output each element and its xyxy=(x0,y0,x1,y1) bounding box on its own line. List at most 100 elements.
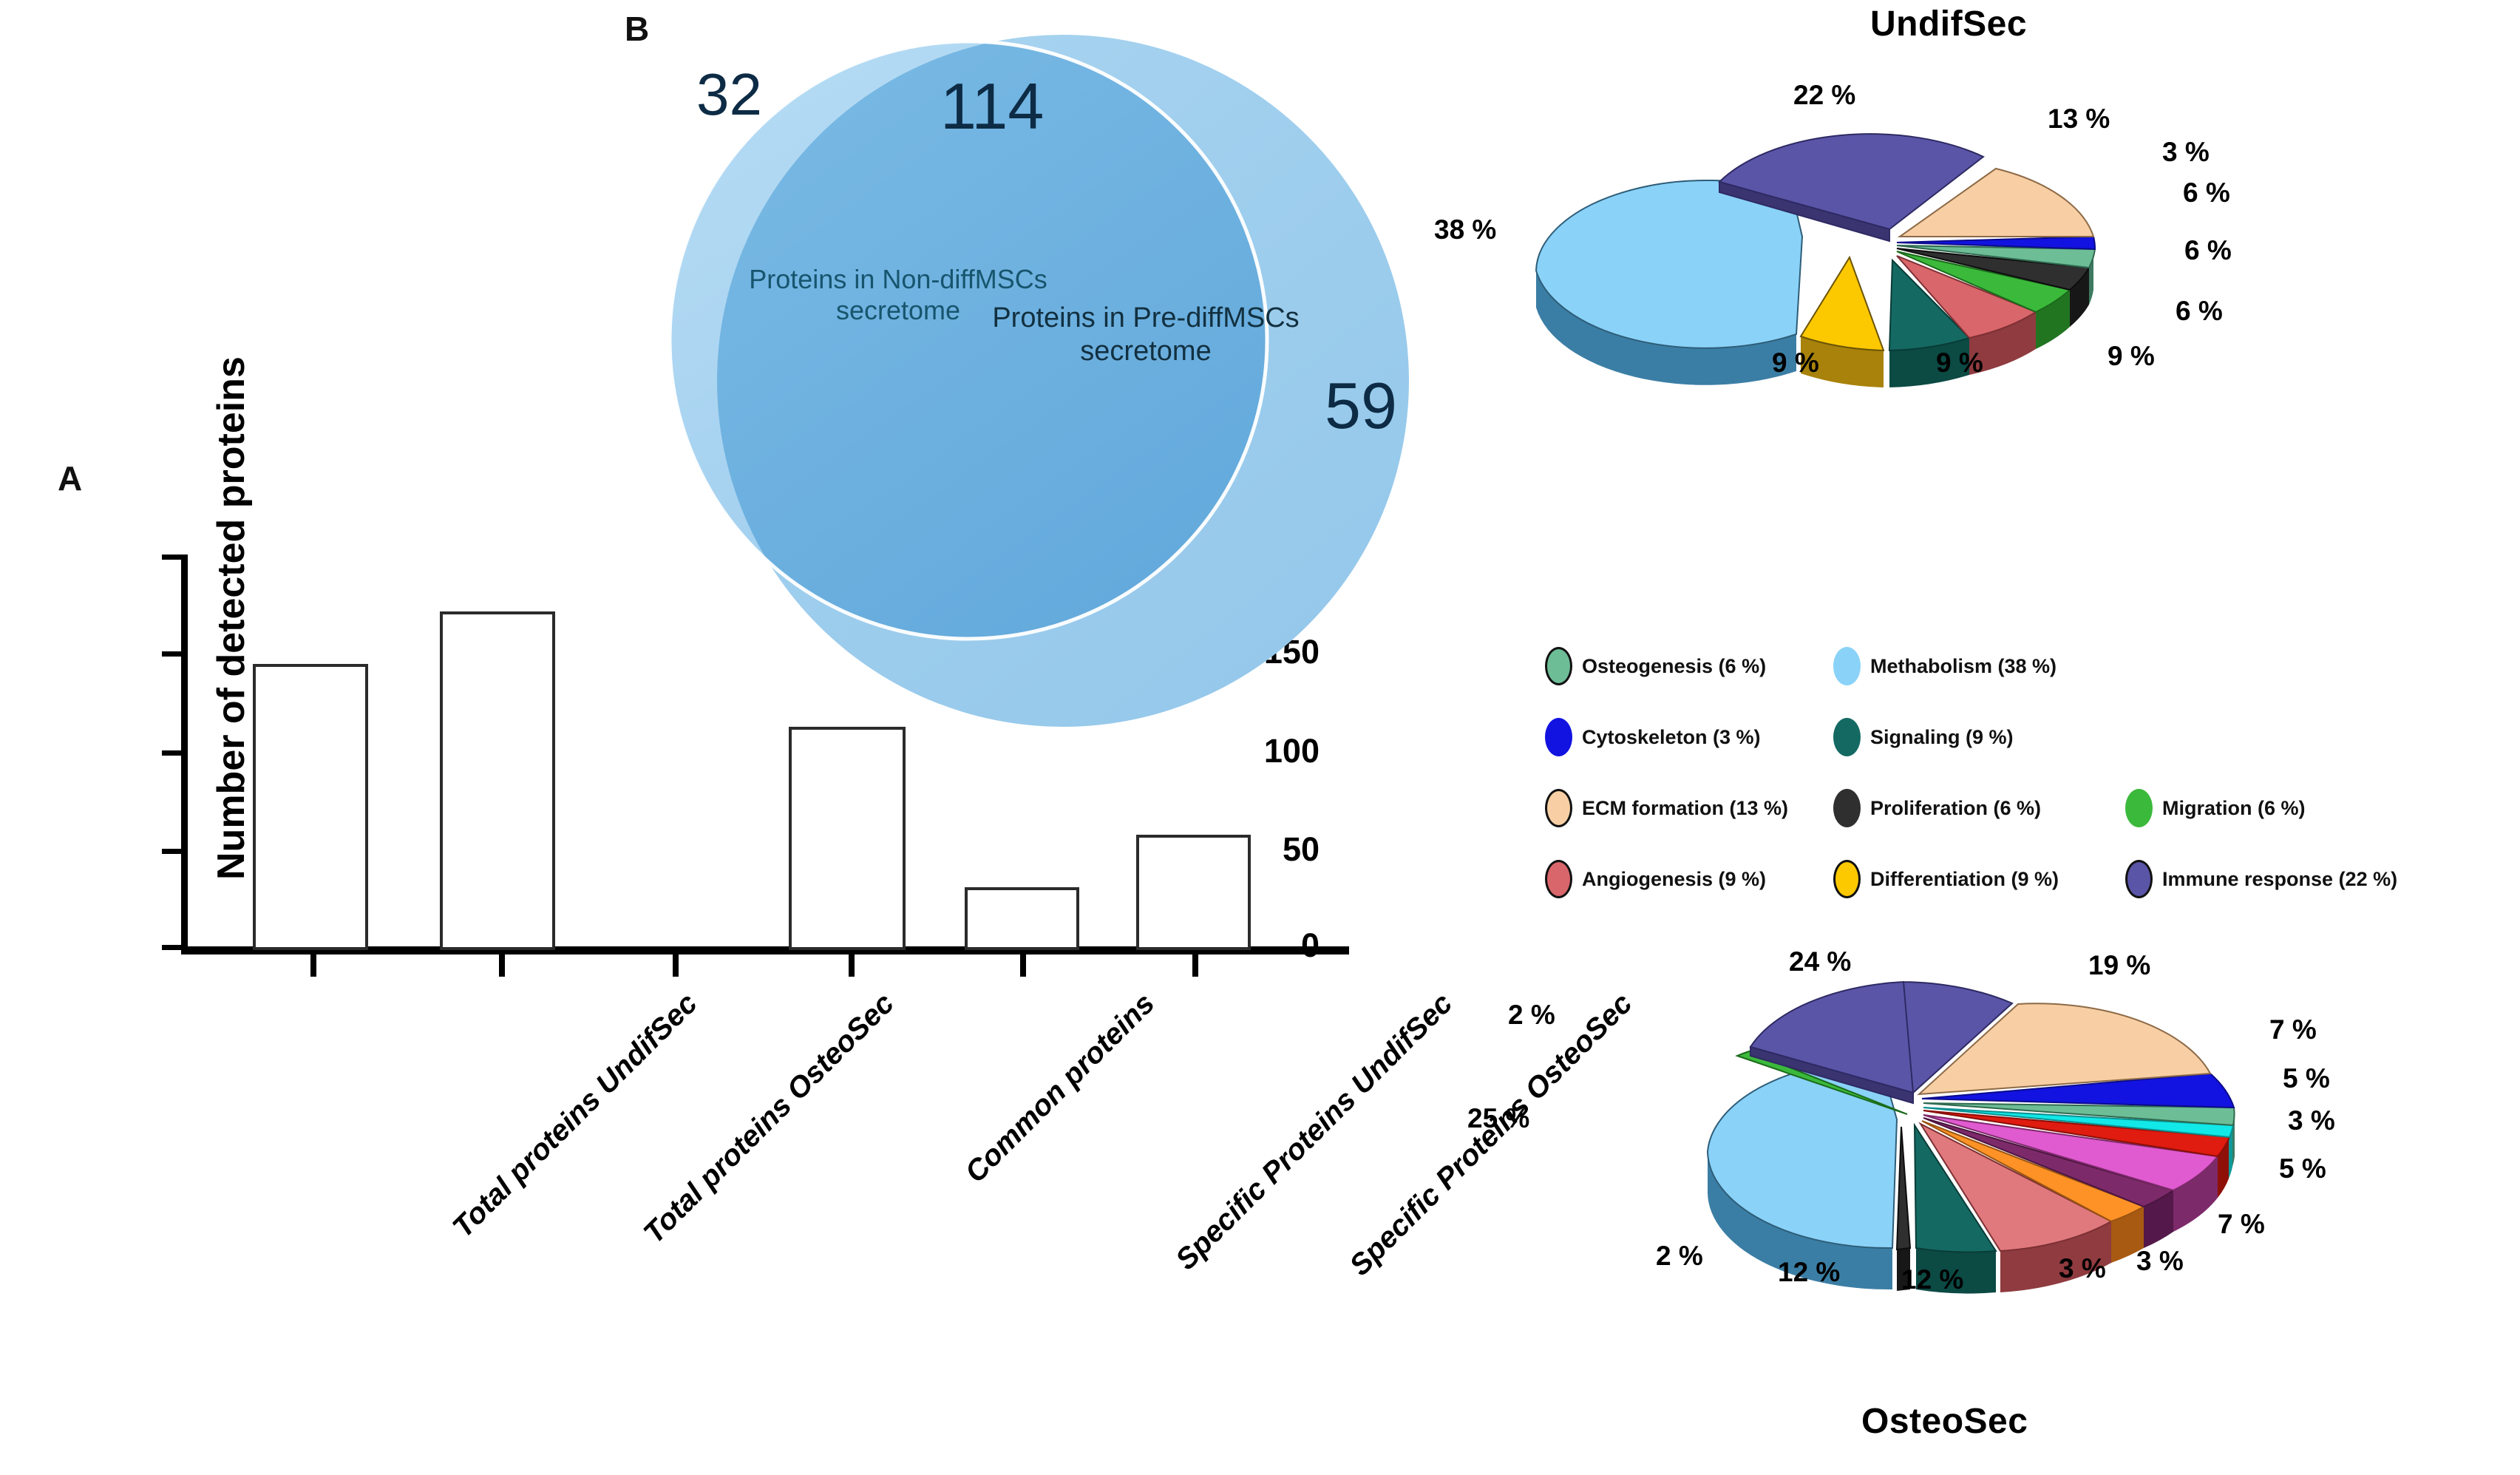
undifsec-side-proliferation xyxy=(2070,268,2089,327)
venn-svg xyxy=(668,35,1409,727)
y-tick-label-100: 100 xyxy=(1263,732,1320,770)
bar-total-proteins-undifsec xyxy=(253,664,368,950)
osteosec-pie-svg xyxy=(1706,980,2235,1294)
osteosec-pct-purple: 3 % xyxy=(2136,1246,2184,1276)
undifsec-pct-ecm-formation: 13 % xyxy=(2048,104,2110,134)
osteosec-slice-angiogenesis xyxy=(1918,1122,2113,1252)
legend-swatch-migration-icon xyxy=(2125,789,2153,827)
undifsec-pct-proliferation: 6 % xyxy=(2184,235,2232,265)
undifsec-slice-methabolism xyxy=(1535,180,1804,349)
panel-a-bar-chart: A 200 150 100 50 0 Number of detected pr… xyxy=(0,356,1638,1475)
osteosec-side-angiogenesis xyxy=(2000,1221,2111,1292)
undifsec-side-migration xyxy=(2036,290,2070,349)
undifsec-side-differentiation xyxy=(1801,336,1884,387)
venn-count-intersection: 114 xyxy=(940,69,1045,143)
legend-label-angiogenesis: Angiogenesis (9 %) xyxy=(1582,867,1767,890)
osteosec-pct-migration: 2 % xyxy=(1508,1000,1555,1030)
undifsec-side-signaling xyxy=(1889,338,1969,387)
undifsec-side-immune-response xyxy=(1719,180,1890,243)
osteosec-slice-ecm-formation xyxy=(1917,1003,2212,1096)
y-tick-100 xyxy=(162,750,181,756)
osteosec-slice-proliferation xyxy=(1895,1126,1912,1251)
panel-b-venn-diagram: B 32 114 59 P xyxy=(584,0,1493,747)
legend-label-differentiation: Differentiation (9 %) xyxy=(1870,867,2059,890)
legend-label-signaling: Signaling (9 %) xyxy=(1870,725,2014,748)
venn-count-left-only: 32 xyxy=(696,61,762,127)
x-axis-line xyxy=(181,946,1349,954)
osteosec-pct-red: 5 % xyxy=(2279,1153,2326,1184)
osteosec-title: OsteoSec xyxy=(1861,1402,2028,1441)
bar-total-proteins-osteosec xyxy=(440,611,555,950)
undifsec-pct-immune-response: 22 % xyxy=(1793,80,1856,110)
legend-item-immune-response[interactable]: Immune response (22 %) xyxy=(2125,860,2397,898)
y-tick-150 xyxy=(162,651,181,657)
legend-item-proliferation[interactable]: Proliferation (6 %) xyxy=(1833,789,2041,827)
legend-swatch-differentiation-icon xyxy=(1833,860,1861,898)
venn-label-right-line1: Proteins in Pre-diffMSCs xyxy=(992,302,1300,333)
legend-swatch-immune-response-icon xyxy=(2125,860,2153,898)
legend-item-methabolism[interactable]: Methabolism (38 %) xyxy=(1833,647,2057,685)
y-axis-title: Number of detected proteins xyxy=(210,356,253,880)
y-tick-200 xyxy=(162,555,181,560)
osteosec-pct-immune-response: 24 % xyxy=(1789,946,1852,977)
legend-swatch-methabolism-icon xyxy=(1833,647,1861,685)
undifsec-side-methabolism xyxy=(1536,271,1796,385)
undifsec-slice-differentiation xyxy=(1799,255,1885,352)
venn-count-right-only: 59 xyxy=(1325,369,1397,442)
osteosec-side-red xyxy=(2218,1137,2229,1198)
osteosec-side-cyan xyxy=(2229,1127,2232,1179)
undifsec-side-angiogenesis xyxy=(1969,312,2036,375)
osteosec-pct-orange: 3 % xyxy=(2059,1253,2106,1284)
legend-swatch-signaling-icon xyxy=(1833,718,1861,756)
legend-item-cytoskeleton[interactable]: Cytoskeleton (3 %) xyxy=(1545,718,1761,756)
osteosec-side-magenta xyxy=(2173,1156,2218,1232)
undifsec-slice-immune-response xyxy=(1718,133,1985,231)
legend-swatch-osteogenesis-icon xyxy=(1545,647,1572,685)
legend-item-ecm-formation[interactable]: ECM formation (13 %) xyxy=(1545,789,1788,827)
bar-chart-plot-area: 200 150 100 50 0 Number of detected prot… xyxy=(162,356,1638,1282)
undifsec-pct-angiogenesis: 9 % xyxy=(2108,341,2155,371)
legend-swatch-proliferation-icon xyxy=(1833,789,1861,827)
bar-specific-proteins-undifsec xyxy=(965,887,1079,950)
legend-item-osteogenesis[interactable]: Osteogenesis (6 %) xyxy=(1545,647,1766,685)
venn-label-left-line2: secretome xyxy=(835,295,961,326)
y-tick-50 xyxy=(162,849,181,854)
venn-label-right-set: Proteins in Pre-diffMSCs secretome xyxy=(979,302,1312,368)
osteosec-pct-cyan: 3 % xyxy=(2288,1105,2335,1136)
osteosec-pct-methabolism: 25 % xyxy=(1467,1103,1530,1133)
undifsec-pct-migration: 6 % xyxy=(2176,296,2223,326)
osteosec-side-proliferation xyxy=(1897,1248,1910,1291)
undifsec-pct-signaling: 9 % xyxy=(1936,347,1983,378)
y-tick-label-50: 50 xyxy=(1282,830,1320,868)
undifsec-pie-svg xyxy=(1535,133,2096,387)
y-tick-label-0: 0 xyxy=(1300,926,1320,964)
legend-label-methabolism: Methabolism (38 %) xyxy=(1870,654,2057,677)
legend-item-migration[interactable]: Migration (6 %) xyxy=(2125,789,2306,827)
osteosec-side-methabolism xyxy=(1708,1152,1892,1290)
undifsec-slice-signaling xyxy=(1888,258,1971,352)
legend-item-differentiation[interactable]: Differentiation (9 %) xyxy=(1833,860,2059,898)
legend-label-migration: Migration (6 %) xyxy=(2162,796,2306,819)
osteosec-pct-cytoskeleton: 7 % xyxy=(2269,1014,2317,1045)
osteosec-side-immune-response xyxy=(1750,1045,1914,1105)
x-tick-4 xyxy=(1020,954,1026,977)
panel-b-letter: B xyxy=(625,10,650,48)
venn-label-left-line1: Proteins in Non-diffMSCs xyxy=(749,264,1047,294)
legend-swatch-cytoskeleton-icon xyxy=(1545,718,1572,756)
venn-label-left-set: Proteins in Non-diffMSCs secretome xyxy=(736,264,1061,327)
undifsec-pct-osteogenesis: 6 % xyxy=(2183,177,2230,208)
osteosec-side-orange xyxy=(2111,1207,2144,1263)
osteosec-pct-signaling: 12 % xyxy=(1778,1257,1841,1287)
panel-a-letter: A xyxy=(58,459,83,498)
x-tick-3 xyxy=(849,954,855,977)
legend-label-ecm-formation: ECM formation (13 %) xyxy=(1582,796,1789,819)
osteosec-pct-ecm-formation: 19 % xyxy=(2088,950,2151,980)
legend-label-immune-response: Immune response (22 %) xyxy=(2162,867,2398,890)
osteosec-pct-angiogenesis: 12 % xyxy=(1901,1264,1964,1295)
x-tick-1 xyxy=(499,954,505,977)
x-tick-0 xyxy=(310,954,316,977)
undifsec-slice-ecm-formation xyxy=(1897,167,2095,237)
legend-item-angiogenesis[interactable]: Angiogenesis (9 %) xyxy=(1545,860,1766,898)
osteosec-slice-signaling xyxy=(1913,1122,1997,1253)
legend-item-signaling[interactable]: Signaling (9 %) xyxy=(1833,718,2014,756)
